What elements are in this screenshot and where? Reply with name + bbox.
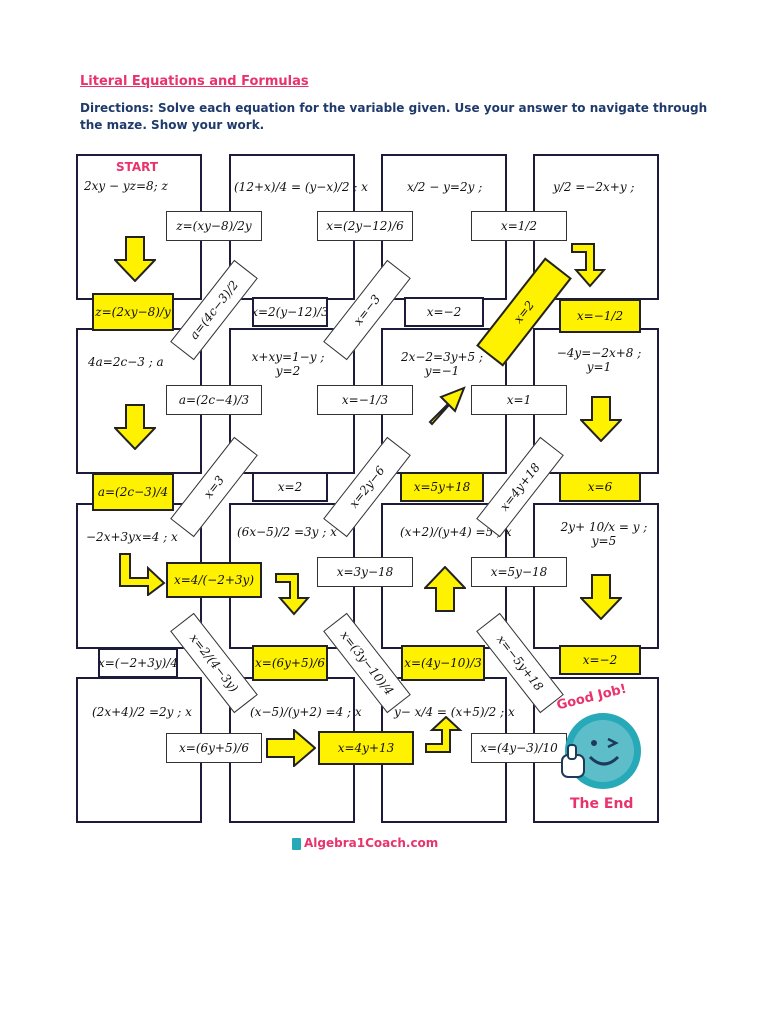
answer-box-highlight[interactable]: x=(6y+5)/6	[252, 645, 328, 681]
equation: y/2 =−2x+y ;	[553, 180, 635, 194]
equation: 4a=2c−3 ; a	[88, 355, 164, 369]
equation: 2y+ 10/x = y ; y=5	[560, 520, 648, 548]
page-title: Literal Equations and Formulas	[80, 74, 309, 89]
arrow-down-icon	[580, 396, 622, 442]
answer-box-highlight[interactable]: z=(2xy−8)/y	[92, 293, 174, 331]
answer-box-highlight[interactable]: x=(4y−10)/3	[401, 645, 485, 681]
start-label: START	[116, 160, 159, 174]
the-end-label: The End	[570, 796, 634, 812]
brand-name: Algebra1Coach.com	[304, 836, 439, 850]
equation: y− x/4 = (x+5)/2 ; x	[394, 705, 515, 719]
answer-box[interactable]: x=(4y−3)/10	[471, 733, 567, 763]
answer-box-highlight[interactable]: x=4y+13	[318, 731, 414, 765]
equation: x/2 − y=2y ;	[407, 180, 483, 194]
brand-footer: Algebra1Coach.com	[292, 836, 438, 850]
equation: 2x−2=3y+5 ; y=−1	[400, 350, 484, 378]
equation: (2x+4)/2 =2y ; x	[92, 705, 192, 719]
answer-box[interactable]: x=(6y+5)/6	[166, 733, 262, 763]
arrow-bend-icon	[425, 716, 463, 753]
answer-box[interactable]: x=2	[252, 472, 328, 502]
answer-box[interactable]: x=−1/3	[317, 385, 413, 415]
answer-box-highlight[interactable]: x=−1/2	[559, 299, 641, 333]
arrow-down-icon	[114, 404, 156, 450]
calculator-icon	[292, 837, 301, 850]
equation: x+xy=1−y ; y=2	[251, 350, 325, 378]
answer-box[interactable]: z=(xy−8)/2y	[166, 211, 262, 241]
equation: (6x−5)/2 =3y ; x	[237, 525, 337, 539]
answer-box[interactable]: a=(2c−4)/3	[166, 385, 262, 415]
arrow-bend-icon	[571, 243, 607, 288]
answer-box-highlight[interactable]: a=(2c−3)/4	[92, 473, 174, 511]
arrow-up-right-icon	[428, 386, 466, 426]
arrow-down-icon	[580, 574, 622, 620]
answer-box[interactable]: x=−2	[404, 297, 484, 327]
answer-box[interactable]: x=3y−18	[317, 557, 413, 587]
answer-box-highlight[interactable]: x=5y+18	[400, 472, 484, 502]
equation: −2x+3yx=4 ; x	[86, 530, 178, 544]
equation: (x+2)/(y+4) =5 ; x	[400, 525, 512, 539]
answer-box[interactable]: x=2(y−12)/3	[252, 297, 328, 327]
arrow-down-icon	[114, 236, 156, 282]
equation: 2xy − yz=8; z	[84, 179, 168, 193]
answer-box[interactable]: x=(−2+3y)/4	[98, 648, 178, 678]
answer-box-highlight[interactable]: x=−2	[559, 645, 641, 675]
good-job-badge	[561, 713, 641, 789]
answer-box[interactable]: x=1/2	[471, 211, 567, 241]
arrow-right-icon	[266, 729, 316, 767]
answer-box[interactable]: x=1	[471, 385, 567, 415]
arrow-bend-icon	[275, 573, 311, 616]
equation: (12+x)/4 = (y−x)/2 ; x	[234, 180, 368, 194]
arrow-bend-icon	[119, 553, 166, 596]
answer-box-highlight[interactable]: x=6	[559, 472, 641, 502]
arrow-up-icon	[424, 566, 466, 612]
equation: −4y=−2x+8 ; y=1	[556, 346, 642, 374]
directions-text: Directions: Solve each equation for the …	[80, 101, 708, 132]
answer-box[interactable]: x=(2y−12)/6	[317, 211, 413, 241]
answer-box-highlight[interactable]: x=4/(−2+3y)	[166, 562, 262, 598]
answer-box[interactable]: x=5y−18	[471, 557, 567, 587]
equation: (x−5)/(y+2) =4 ; x	[250, 705, 362, 719]
